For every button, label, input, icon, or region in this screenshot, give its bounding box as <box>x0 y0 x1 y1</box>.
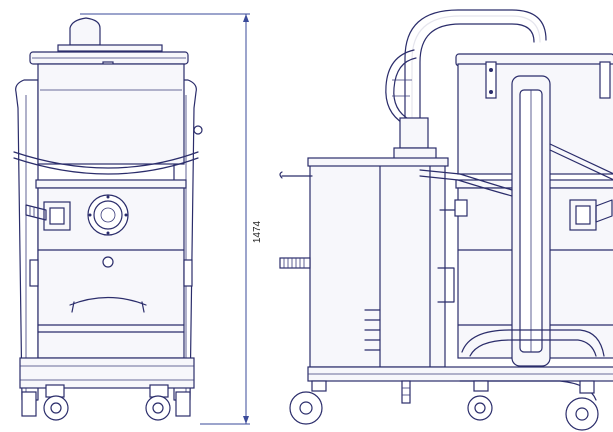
side-view <box>279 9 613 431</box>
front-left-wheel <box>43 384 69 421</box>
height-dimension-label: 1474 <box>252 220 263 243</box>
side-wheel-middle <box>467 380 493 421</box>
side-wheel-left <box>289 380 327 425</box>
front-right-wheel <box>145 384 171 421</box>
side-wheel-right <box>565 380 599 431</box>
front-view <box>13 17 203 421</box>
height-dimension: 1474 <box>80 13 263 425</box>
